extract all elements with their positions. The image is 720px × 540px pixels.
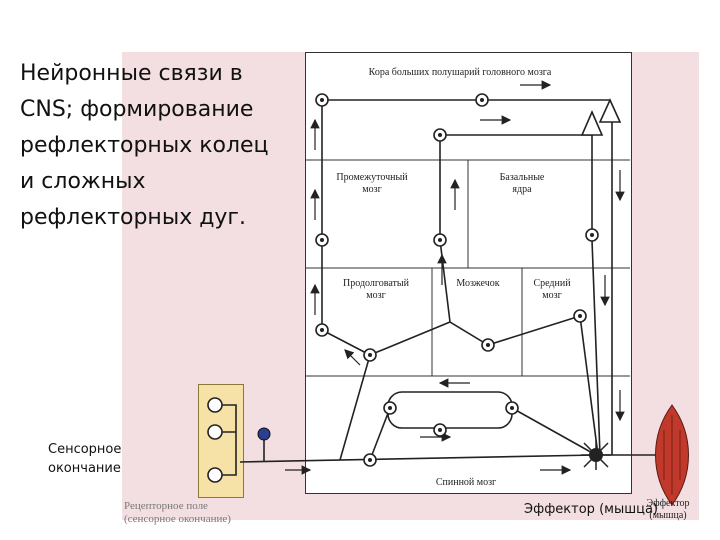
nucleus-3 <box>438 133 442 137</box>
pathway-sensory-input <box>239 454 597 463</box>
pyramidal-neurons <box>580 98 622 136</box>
slide-title: Нейронные связи в CNS; формирование рефл… <box>20 61 269 230</box>
pyramidal-neuron-1 <box>580 109 604 136</box>
nucleus-5 <box>438 238 442 242</box>
label-cerebellum: Мозжечок <box>456 278 499 289</box>
pyramidal-neuron-2 <box>598 98 622 123</box>
nucleus-1 <box>320 98 324 102</box>
nucleus-10 <box>578 314 582 318</box>
label-cortex: Кора больших полушарий головного мозга <box>369 67 552 78</box>
label-diencephalon-2: мозг <box>362 184 381 195</box>
nucleus-13 <box>438 428 442 432</box>
nucleus-11 <box>388 406 392 410</box>
neuron-nuclei <box>320 98 594 462</box>
label-medulla-2: мозг <box>366 290 385 301</box>
pathway-medulla-cerebellum <box>369 321 451 356</box>
receptor-field-caption: Рецепторное поле (сенсорное окончание) <box>124 500 254 526</box>
nucleus-6 <box>590 233 594 237</box>
pathway-middle <box>439 135 581 346</box>
nucleus-12 <box>510 406 514 410</box>
nucleus-8 <box>368 353 372 357</box>
pathway-left-ascending <box>321 100 371 356</box>
effector-caption: Эффектор (мышца) <box>524 502 658 517</box>
nucleus-4 <box>320 238 324 242</box>
neural-pathways <box>215 99 660 476</box>
muscle-fibers <box>663 415 681 495</box>
motor-neuron-star <box>581 440 611 470</box>
motor-neuron-dendrites <box>581 440 611 470</box>
pathway-receptor-internal <box>215 404 237 476</box>
diagram-panel <box>305 52 632 494</box>
sensory-ending-caption: Сенсорное окончание <box>48 442 122 476</box>
label-diencephalon-1: Промежуточный <box>336 172 408 183</box>
receptor-2 <box>207 424 223 440</box>
label-medulla-1: Продолговатый <box>343 278 410 289</box>
pathway-midbrain-motor <box>579 315 599 456</box>
receptor-3 <box>207 467 223 483</box>
arrow-15 <box>344 349 361 366</box>
muscle-effector-icon <box>655 404 689 506</box>
nucleus-14 <box>368 458 372 462</box>
pathway-spinal-loop-input <box>369 407 391 461</box>
nucleus-7 <box>320 328 324 332</box>
direction-arrows <box>285 80 625 475</box>
sensory-ending-icon <box>257 427 271 441</box>
nucleus-9 <box>486 343 490 347</box>
pathway-right-descending <box>591 135 601 456</box>
label-midbrain-1: Средний <box>533 278 571 289</box>
region-grid <box>305 159 630 377</box>
label-basal-2: ядра <box>512 184 532 195</box>
label-basal-1: Базальные <box>500 172 545 183</box>
pathway-spinal-ascending <box>339 354 371 461</box>
receptor-field-caption-line1: Рецепторное поле <box>124 500 208 512</box>
nucleus-2 <box>480 98 484 102</box>
pathway-spinal-loop <box>387 391 513 429</box>
label-midbrain-2: мозг <box>542 290 561 301</box>
receptor-1 <box>207 397 223 413</box>
receptor-field-caption-line2: (сенсорное окончание) <box>124 513 231 525</box>
effector-label-2: (мышца) <box>649 510 686 521</box>
pathway-loop-output <box>511 407 597 456</box>
effector-label-1: Эффектор <box>647 498 690 509</box>
label-spinal-cord: Спинной мозг <box>436 477 496 488</box>
